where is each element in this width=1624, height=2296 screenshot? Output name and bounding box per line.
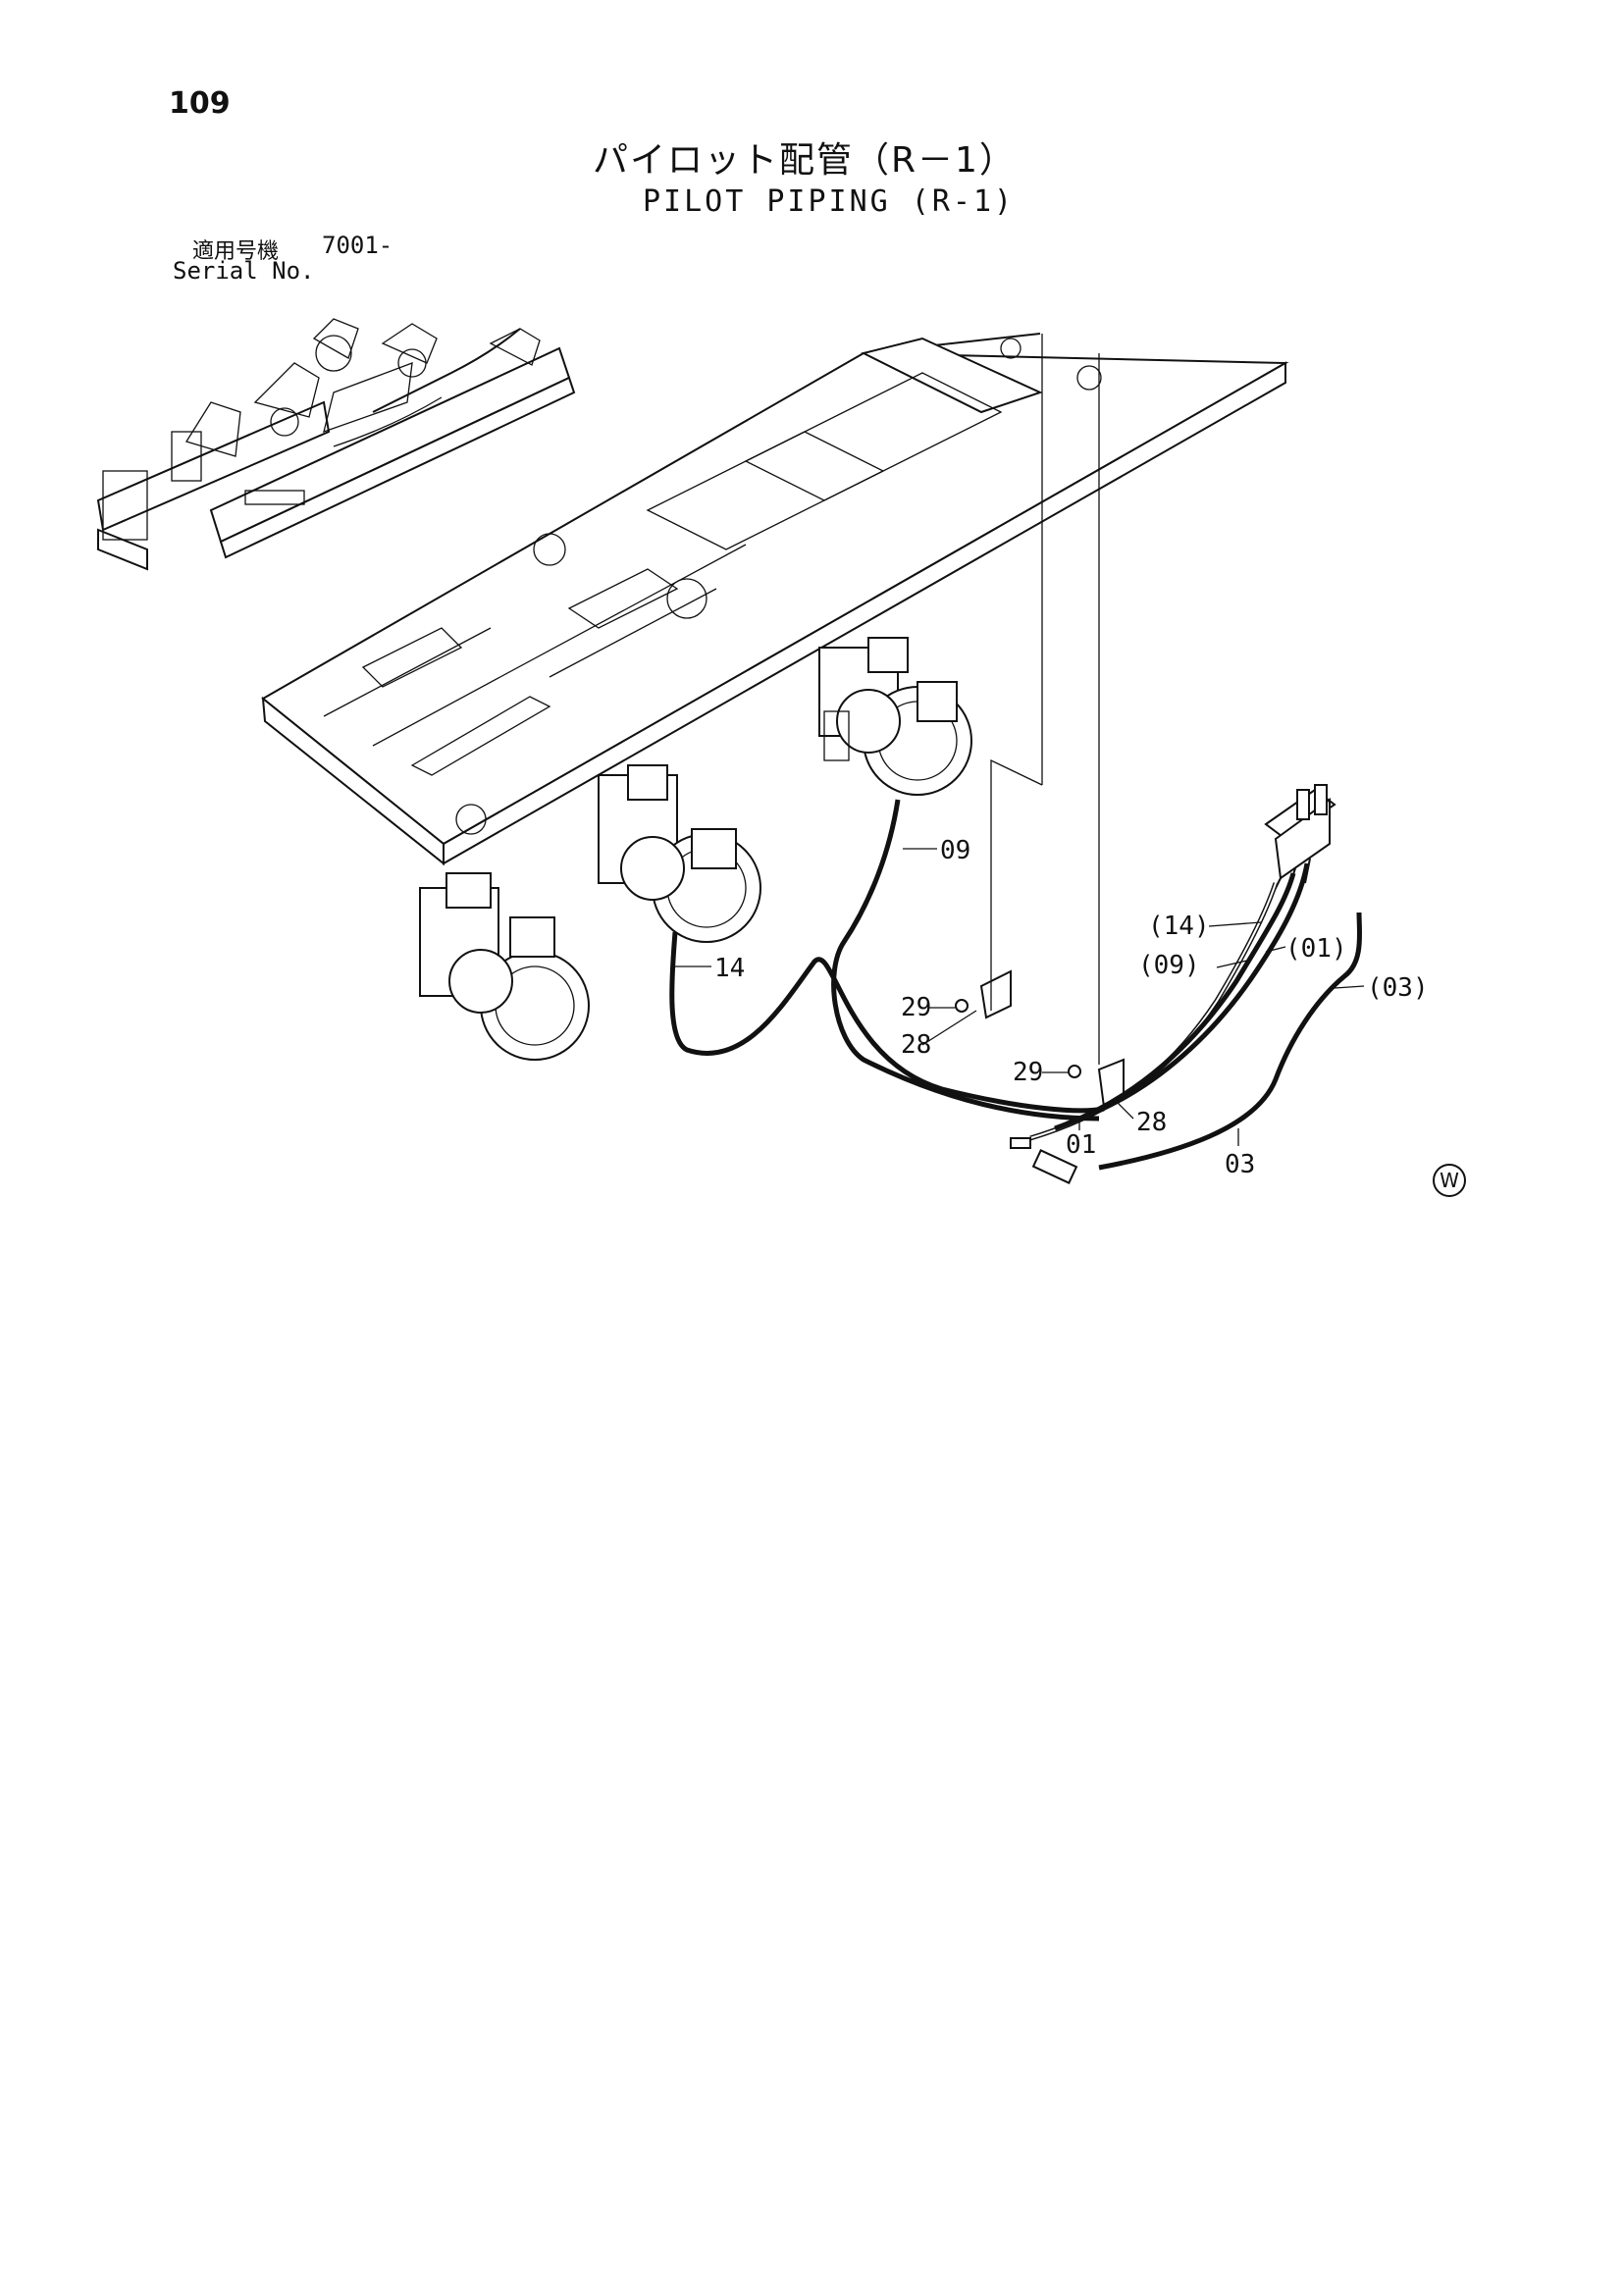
callout-label: (01) [1285, 934, 1347, 964]
callout-label: 09 [940, 836, 970, 865]
serial-label-japanese: 適用号機 [192, 239, 280, 264]
bracket-28 [979, 969, 1012, 1019]
page-number: 109 [169, 86, 231, 121]
hose-09 [831, 799, 1100, 1122]
page-title-japanese: パイロット配管（R－1） [593, 140, 1017, 181]
travel-motor-drawing [818, 637, 972, 796]
hose-bundle [1029, 862, 1310, 1141]
bracket-28 [1097, 1058, 1125, 1109]
fitting-drawing [1010, 1137, 1078, 1184]
callout-label: (14) [1148, 912, 1210, 941]
callout-label: 28 [901, 1030, 931, 1060]
callout-label: (09) [1138, 951, 1200, 980]
hose-03 [1098, 912, 1363, 1171]
page-title-english: PILOT PIPING (R-1) [643, 184, 1016, 219]
bolt-29 [1068, 1065, 1081, 1078]
callout-label: 28 [1136, 1108, 1167, 1137]
hose-14 [669, 931, 1105, 1114]
callout-label: 14 [714, 954, 745, 983]
callout-label: 03 [1225, 1150, 1255, 1179]
serial-label-english: Serial No. [173, 257, 315, 285]
upper-frame-drawing [261, 333, 1289, 866]
travel-motor-drawing [598, 764, 761, 943]
serial-range: 7001- [322, 232, 393, 259]
callout-label: 29 [1013, 1058, 1043, 1087]
bolt-29 [955, 999, 969, 1013]
callout-label: (03) [1367, 973, 1429, 1003]
callout-label: 29 [901, 993, 931, 1022]
pilot-valve-drawing [1264, 784, 1336, 899]
leader-line [990, 758, 1043, 1011]
inset-overview-drawing [96, 318, 576, 571]
callout-label: 01 [1066, 1130, 1096, 1160]
callout-leaders [675, 848, 1365, 1146]
travel-motor-drawing [419, 872, 590, 1061]
corner-mark: W [1433, 1164, 1466, 1197]
